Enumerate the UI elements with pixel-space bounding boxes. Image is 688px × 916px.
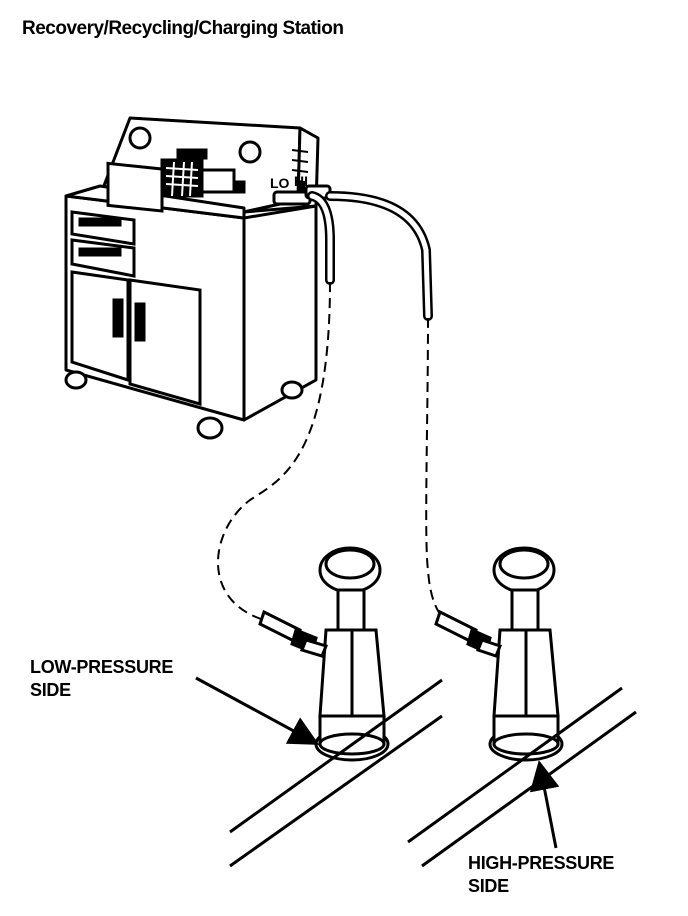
high-pressure-side-label: HIGH-PRESSURE SIDE <box>468 852 614 898</box>
left-gauge-icon <box>128 126 152 150</box>
hi-gauge-label: HI <box>294 173 308 189</box>
refrigerant-lines <box>229 678 637 868</box>
low-pressure-service-valve <box>258 546 390 762</box>
cabinet-casters <box>64 370 304 440</box>
right-gauge-icon <box>238 140 262 164</box>
high-pressure-hose <box>325 191 445 621</box>
high-pressure-service-valve <box>434 546 564 762</box>
high-pressure-arrow <box>529 760 560 849</box>
high-pressure-label-line1: HIGH-PRESSURE <box>468 853 615 873</box>
low-pressure-label-line2: SIDE <box>30 680 71 700</box>
diagram-title: Recovery/Recycling/Charging Station <box>22 18 344 39</box>
lo-gauge-label: LO <box>270 175 290 191</box>
high-pressure-label-line2: SIDE <box>468 876 509 896</box>
side-panel-details <box>291 149 309 193</box>
low-pressure-arrow <box>195 676 320 745</box>
low-pressure-side-label: LOW-PRESSURE SIDE <box>30 656 173 702</box>
control-panel <box>106 126 262 213</box>
cabinet-drawers <box>70 210 202 406</box>
low-pressure-label-line1: LOW-PRESSURE <box>30 657 174 677</box>
low-pressure-hose <box>217 191 335 621</box>
